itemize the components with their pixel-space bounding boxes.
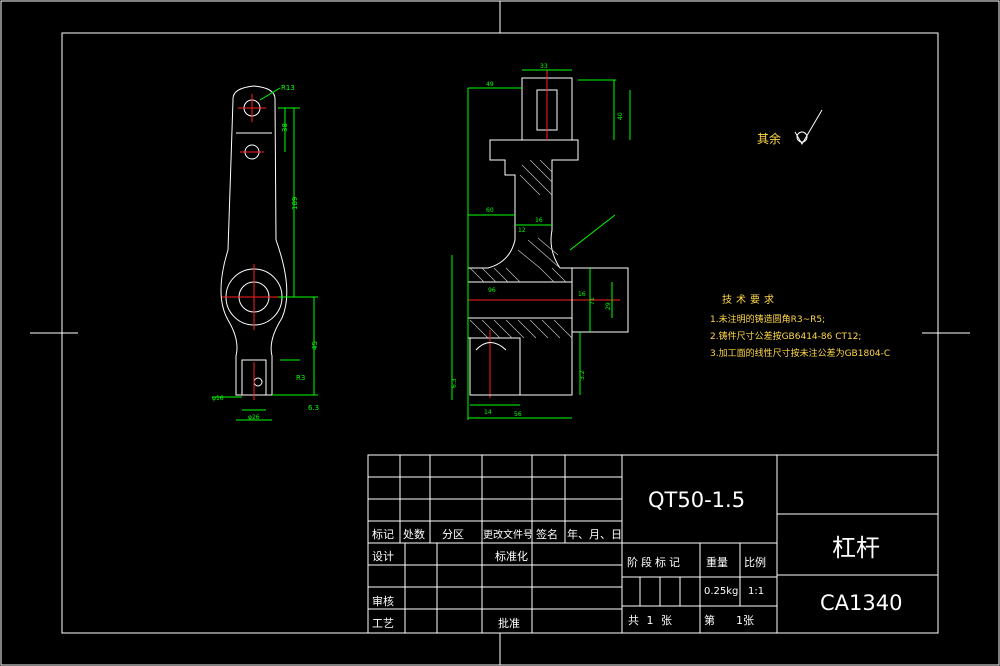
drawing-number: CA1340 xyxy=(820,591,902,615)
scale-value: 1:1 xyxy=(748,586,764,597)
lever-outline-top xyxy=(232,85,277,241)
header-mark: 标记 xyxy=(372,527,394,541)
total-sheets: 共 1 张 xyxy=(628,614,674,627)
sdim-60: 60 xyxy=(486,207,494,214)
section-view: 49 33 16 60 40 14 56 16 29 12 6.3 3.2 96… xyxy=(451,63,631,420)
lower-lug-hole xyxy=(253,377,263,387)
sdim-16: 16 xyxy=(535,217,543,224)
label-weight: 重量 xyxy=(706,555,728,569)
sdim-leader-chamfer xyxy=(569,214,616,251)
sdim-56: 56 xyxy=(514,411,522,418)
dim-38: 38 xyxy=(281,123,289,132)
front-view: R13 38 189 45 R3 φ16 φ26 6.3 xyxy=(212,84,319,421)
label-design: 设计 xyxy=(372,550,394,563)
section-lower-arc xyxy=(475,342,507,351)
sheet-label: 第 xyxy=(704,613,715,627)
sdim-29: 29 xyxy=(605,302,612,310)
tech-req-item-2: 2.铸件尺寸公差按GB6414-86 CT12; xyxy=(710,330,861,342)
sdim-ra-32: 3.2 xyxy=(579,370,586,380)
technical-requirements: 技术要求 1.未注明的铸造圆角R3~R5; 2.铸件尺寸公差按GB6414-86… xyxy=(710,293,890,359)
dim-45: 45 xyxy=(311,341,319,350)
surface-finish-symbol xyxy=(794,109,823,145)
header-sign: 签名 xyxy=(536,527,558,541)
header-zone: 分区 xyxy=(442,528,464,541)
dim-189: 189 xyxy=(291,197,299,210)
lever-left-edge xyxy=(227,99,234,251)
material-text: QT50-1.5 xyxy=(648,488,745,512)
sdim-16b: 16 xyxy=(578,291,586,298)
title-block-frame xyxy=(367,454,939,634)
label-scale: 比例 xyxy=(744,555,766,569)
section-hatching xyxy=(469,159,573,339)
dim-r13: R13 xyxy=(281,84,295,92)
sdim-14: 14 xyxy=(484,409,492,416)
section-lower-body xyxy=(469,338,520,396)
tech-req-item-1: 1.未注明的铸造圆角R3~R5; xyxy=(710,313,825,325)
sdim-40: 40 xyxy=(617,112,624,120)
label-standardization: 标准化 xyxy=(495,549,528,563)
surface-finish-note: 其余 xyxy=(757,109,823,146)
dim-phi16: φ16 xyxy=(212,395,224,402)
dim-r3: R3 xyxy=(296,374,305,382)
label-check: 审核 xyxy=(372,594,394,608)
section-main-outline xyxy=(467,139,579,396)
sdim-49: 49 xyxy=(486,81,494,88)
title-block: 标记 处数 分区 更改文件号 签名 年、月、日 设计 标准化 审核 工艺 批准 … xyxy=(367,454,939,634)
weight-value: 0.25kg xyxy=(704,586,738,597)
sdim-96: 96 xyxy=(488,287,496,294)
label-stage: 阶段标记 xyxy=(627,555,683,569)
section-right-flange xyxy=(571,267,629,333)
header-date: 年、月、日 xyxy=(567,527,622,541)
dim-phi26: φ26 xyxy=(248,414,260,421)
sdim-33: 33 xyxy=(540,63,548,70)
sheet-number: 1张 xyxy=(736,614,754,627)
surface-note-label: 其余 xyxy=(757,131,781,146)
header-change-doc: 更改文件号 xyxy=(483,528,533,541)
surface-finish-circle xyxy=(796,131,808,143)
tech-req-heading: 技术要求 xyxy=(722,293,778,306)
label-process: 工艺 xyxy=(372,617,394,630)
sdim-ra-63: 6.3 xyxy=(451,378,458,388)
leader-r13 xyxy=(259,87,281,101)
dim-ra-left: 6.3 xyxy=(308,404,319,412)
sdim-71: 71 xyxy=(589,297,596,305)
tech-req-item-3: 3.加工面的线性尺寸按未注公差为GB1804-C xyxy=(710,347,890,359)
label-approve: 批准 xyxy=(498,616,520,630)
part-name: 杠杆 xyxy=(832,534,880,562)
header-count: 处数 xyxy=(403,528,425,541)
sdim-12: 12 xyxy=(518,227,526,234)
